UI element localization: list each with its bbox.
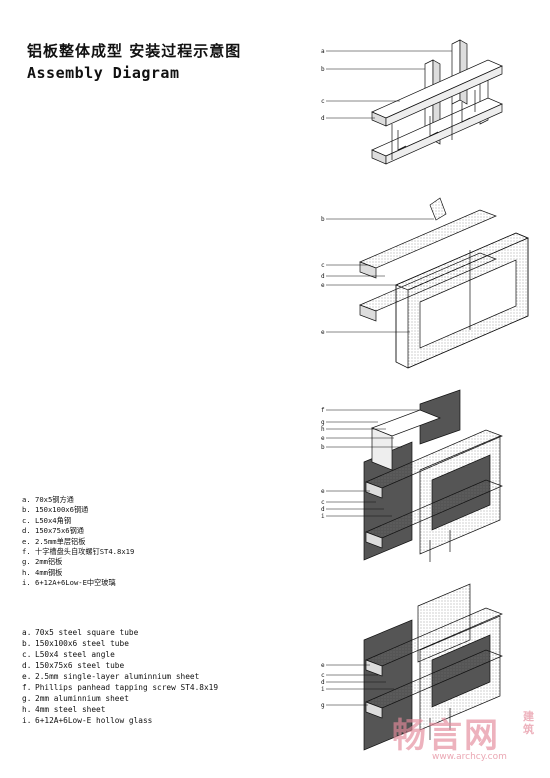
step2-label-d: d (321, 273, 325, 280)
legend-item: g. 2mm铝板 (22, 557, 134, 567)
legend-item: a. 70x5钢方通 (22, 495, 134, 505)
legend-key: c. (22, 515, 31, 525)
step4-label-g: g (321, 702, 325, 709)
legend-item: d. 150x75x6钢通 (22, 526, 134, 536)
legend-key: h. (22, 705, 32, 714)
legend-key: e. (22, 672, 32, 681)
step3-label-e2: e (321, 488, 325, 495)
step2-label-b: b (321, 216, 325, 223)
step2-label-e2: e (321, 329, 325, 336)
legend-item: e.2.5mm single-layer aluminnium sheet (22, 671, 218, 682)
legend-item: a.70x5 steel square tube (22, 627, 218, 638)
legend-text: 十字槽盘头自攻螺钉ST4.8x19 (35, 547, 135, 557)
step1-callouts (326, 50, 452, 119)
legend-text: 2.5mm单层铝板 (35, 536, 86, 546)
legend-english: a.70x5 steel square tube b.150x100x6 ste… (22, 627, 218, 726)
legend-text: 150x75x6 steel tube (35, 661, 125, 670)
legend-item: f. 十字槽盘头自攻螺钉ST4.8x19 (22, 547, 134, 557)
legend-text: 6+12A+6Low-E中空玻璃 (35, 578, 116, 588)
legend-text: 2mm aluminnium sheet (35, 694, 129, 703)
step1-steel-frame (371, 39, 503, 165)
step3-panel-assembly (363, 389, 503, 562)
legend-key: d. (22, 526, 31, 536)
legend-text: 2.5mm single-layer aluminnium sheet (35, 672, 200, 681)
legend-text: L50x4 steel angle (35, 650, 115, 659)
legend-text: 70x5 steel square tube (35, 628, 139, 637)
title-chinese: 铝板整体成型 安装过程示意图 (27, 42, 242, 60)
legend-item: d.150x75x6 steel tube (22, 660, 218, 671)
step3-label-b: b (321, 444, 325, 451)
legend-key: a. (22, 495, 31, 504)
legend-key: d. (22, 661, 32, 670)
legend-key: a. (22, 628, 32, 637)
step3-label-g: g (321, 419, 325, 426)
step4-label-e: e (321, 662, 325, 669)
legend-key: c. (22, 650, 32, 659)
legend-text: 150x100x6钢通 (35, 505, 89, 515)
watermark-brand: 畅言网 (392, 716, 500, 756)
step2-callouts (326, 218, 434, 333)
watermark-side-text: 建筑 (523, 710, 534, 736)
legend-key: b. (22, 639, 32, 648)
step4-label-d: d (321, 679, 325, 686)
step1-label-c: c (321, 98, 325, 105)
step1-label-b: b (321, 66, 325, 73)
step2-label-c: c (321, 262, 325, 269)
step3-label-d: d (321, 506, 325, 513)
legend-item: i.6+12A+6Low-E hollow glass (22, 715, 218, 726)
step4-label-i: i (321, 686, 325, 693)
legend-key: h. (22, 567, 31, 577)
title-english: Assembly Diagram (27, 64, 180, 82)
legend-item: h. 4mm钢板 (22, 568, 134, 578)
legend-text: 150x100x6 steel tube (35, 639, 129, 648)
step1-label-a: a (321, 48, 325, 55)
legend-text: 150x75x6钢通 (35, 526, 84, 536)
legend-key: e. (22, 536, 31, 546)
legend-text: 4mm steel sheet (35, 705, 106, 714)
step4-label-c: c (321, 672, 325, 679)
legend-text: Phillips panhead tapping screw ST4.8x19 (35, 683, 219, 692)
step3-label-c: c (321, 499, 325, 506)
legend-key: i. (22, 578, 31, 588)
legend-text: 70x5钢方通 (35, 495, 74, 504)
step3-callouts (326, 409, 420, 517)
legend-key: f. (22, 683, 32, 692)
legend-text: 6+12A+6Low-E hollow glass (35, 716, 153, 725)
legend-key: b. (22, 505, 31, 515)
step4-callouts (326, 664, 394, 706)
step3-label-h: h (321, 426, 325, 433)
legend-key: f. (22, 547, 31, 557)
legend-item: f.Phillips panhead tapping screw ST4.8x1… (22, 682, 218, 693)
step2-label-e: e (321, 282, 325, 289)
legend-chinese: a. 70x5钢方通 b. 150x100x6钢通 c. L50x4角钢 d. 150x… (22, 495, 134, 589)
legend-item: i. 6+12A+6Low-E中空玻璃 (22, 578, 134, 588)
legend-text: 4mm钢板 (35, 567, 63, 577)
step3-label-f: f (321, 407, 325, 414)
step4-completed-assembly (363, 583, 503, 751)
legend-key: g. (22, 557, 31, 567)
step3-label-i: i (321, 513, 325, 520)
step3-label-e: e (321, 435, 325, 442)
legend-item: e. 2.5mm单层铝板 (22, 537, 134, 547)
legend-item: b. 150x100x6钢通 (22, 505, 134, 515)
legend-item: h.4mm steel sheet (22, 704, 218, 715)
step2-aluminium-box (359, 197, 529, 369)
legend-text: L50x4角钢 (35, 515, 72, 525)
legend-key: i. (22, 716, 32, 725)
watermark-url: www.archcy.com (432, 752, 507, 762)
step1-label-d: d (321, 115, 325, 122)
legend-item: g.2mm aluminnium sheet (22, 693, 218, 704)
legend-item: c.L50x4 steel angle (22, 649, 218, 660)
legend-key: g. (22, 694, 32, 703)
legend-item: c. L50x4角钢 (22, 516, 134, 526)
legend-item: b.150x100x6 steel tube (22, 638, 218, 649)
legend-text: 2mm铝板 (35, 557, 63, 567)
